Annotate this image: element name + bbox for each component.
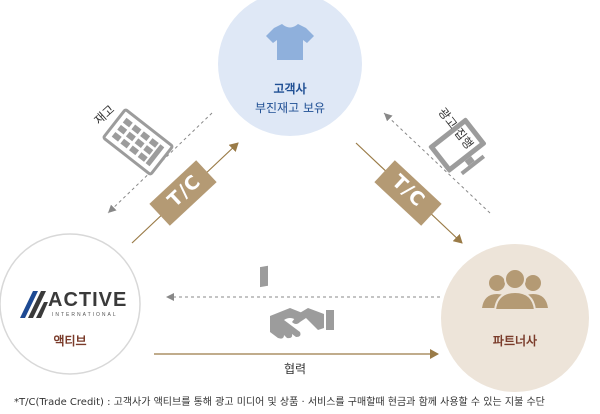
footnote: *T/C(Trade Credit) : 고객사가 액티브를 통해 광고 미디어… xyxy=(14,397,545,408)
cooperation-label: 협력 xyxy=(284,362,307,376)
customer-subtitle: 부진재고 보유 xyxy=(254,101,326,115)
tc-left-box xyxy=(149,160,217,226)
active-title: 액티브 xyxy=(53,334,87,348)
partner-circle xyxy=(441,244,589,392)
partner-title: 파트너사 xyxy=(492,334,538,348)
active-logo-mark xyxy=(20,291,48,318)
shirt-icon xyxy=(266,24,314,60)
handshake-icon xyxy=(260,265,334,339)
tc-right-box xyxy=(374,160,442,226)
ad-exec-arrow xyxy=(383,112,491,214)
active-circle xyxy=(0,233,141,375)
people-group-icon xyxy=(482,268,548,311)
customer-circle xyxy=(218,0,362,136)
keyboard-icon xyxy=(102,108,174,176)
active-logo-text: ACTIVE xyxy=(48,289,128,311)
customer-title: 고객사 xyxy=(273,82,307,96)
active-logo-subtext: INTERNATIONAL xyxy=(52,312,118,318)
monitor-icon xyxy=(428,117,486,176)
